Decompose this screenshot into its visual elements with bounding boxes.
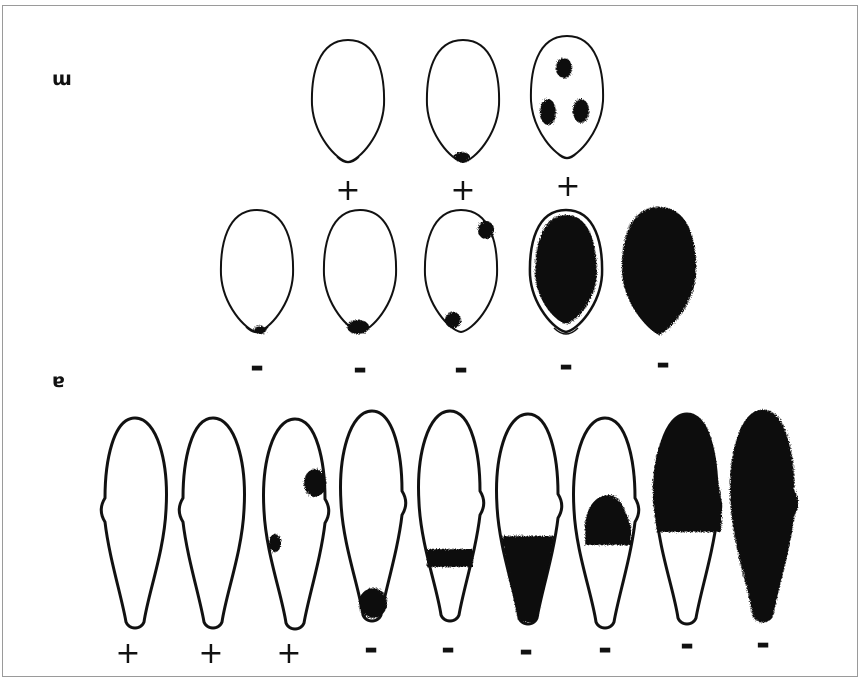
signs-top-row-1: + + + [335, 169, 580, 208]
egg-embryo-4 [221, 210, 293, 334]
sign-label: - [353, 349, 367, 389]
sign-label: - [519, 631, 533, 671]
stain-patch [347, 320, 369, 334]
stain-patch [732, 411, 797, 621]
larva-7 [574, 418, 639, 628]
sign-label: + [276, 636, 301, 671]
sign-label: + [555, 169, 580, 204]
sign-label: - [598, 629, 612, 669]
stain-patch [556, 58, 572, 78]
sign-label: - [454, 349, 468, 389]
larva-1 [101, 418, 166, 628]
stain-patch [623, 208, 695, 334]
signs-bottom-row: + + + - - - - - - [115, 624, 770, 671]
sign-label: - [441, 629, 455, 669]
stain-patch [585, 495, 631, 545]
stain-patch [254, 326, 266, 334]
sign-label: + [198, 636, 223, 671]
stain-patch [304, 469, 326, 497]
signs-top-row-2: - - - - - [250, 344, 670, 389]
stain-patch [573, 99, 589, 123]
stain-patch [454, 152, 470, 162]
sign-label: - [364, 629, 378, 669]
sign-label: - [656, 344, 670, 384]
stain-patch [535, 215, 597, 324]
stain-band [427, 549, 473, 567]
egg-embryo-5 [324, 210, 396, 334]
sign-label: - [250, 347, 264, 387]
sign-label: - [680, 625, 694, 665]
egg-embryo-2 [427, 40, 499, 162]
egg-embryo-1 [312, 40, 384, 163]
sign-label: + [115, 636, 140, 671]
larva-3 [264, 419, 329, 629]
sign-label: + [335, 173, 360, 208]
stain-patch [653, 414, 722, 532]
sign-label: - [559, 346, 573, 386]
stain-patch [359, 588, 387, 618]
egg-embryo-6 [425, 210, 497, 332]
stain-patch [269, 534, 281, 552]
egg-embryo-3 [531, 36, 603, 159]
stain-patch [540, 99, 556, 125]
egg-embryo-7 [530, 210, 602, 334]
sign-label: - [756, 624, 770, 664]
stain-patch [445, 312, 461, 328]
sign-label: + [450, 173, 475, 208]
larva-5 [419, 411, 484, 621]
larva-2 [179, 418, 244, 628]
larva-4 [341, 411, 406, 621]
larva-9 [732, 411, 797, 621]
stain-patch [478, 221, 494, 239]
egg-embryo-8 [623, 208, 695, 334]
larva-6 [497, 414, 562, 624]
larva-8 [653, 414, 722, 624]
